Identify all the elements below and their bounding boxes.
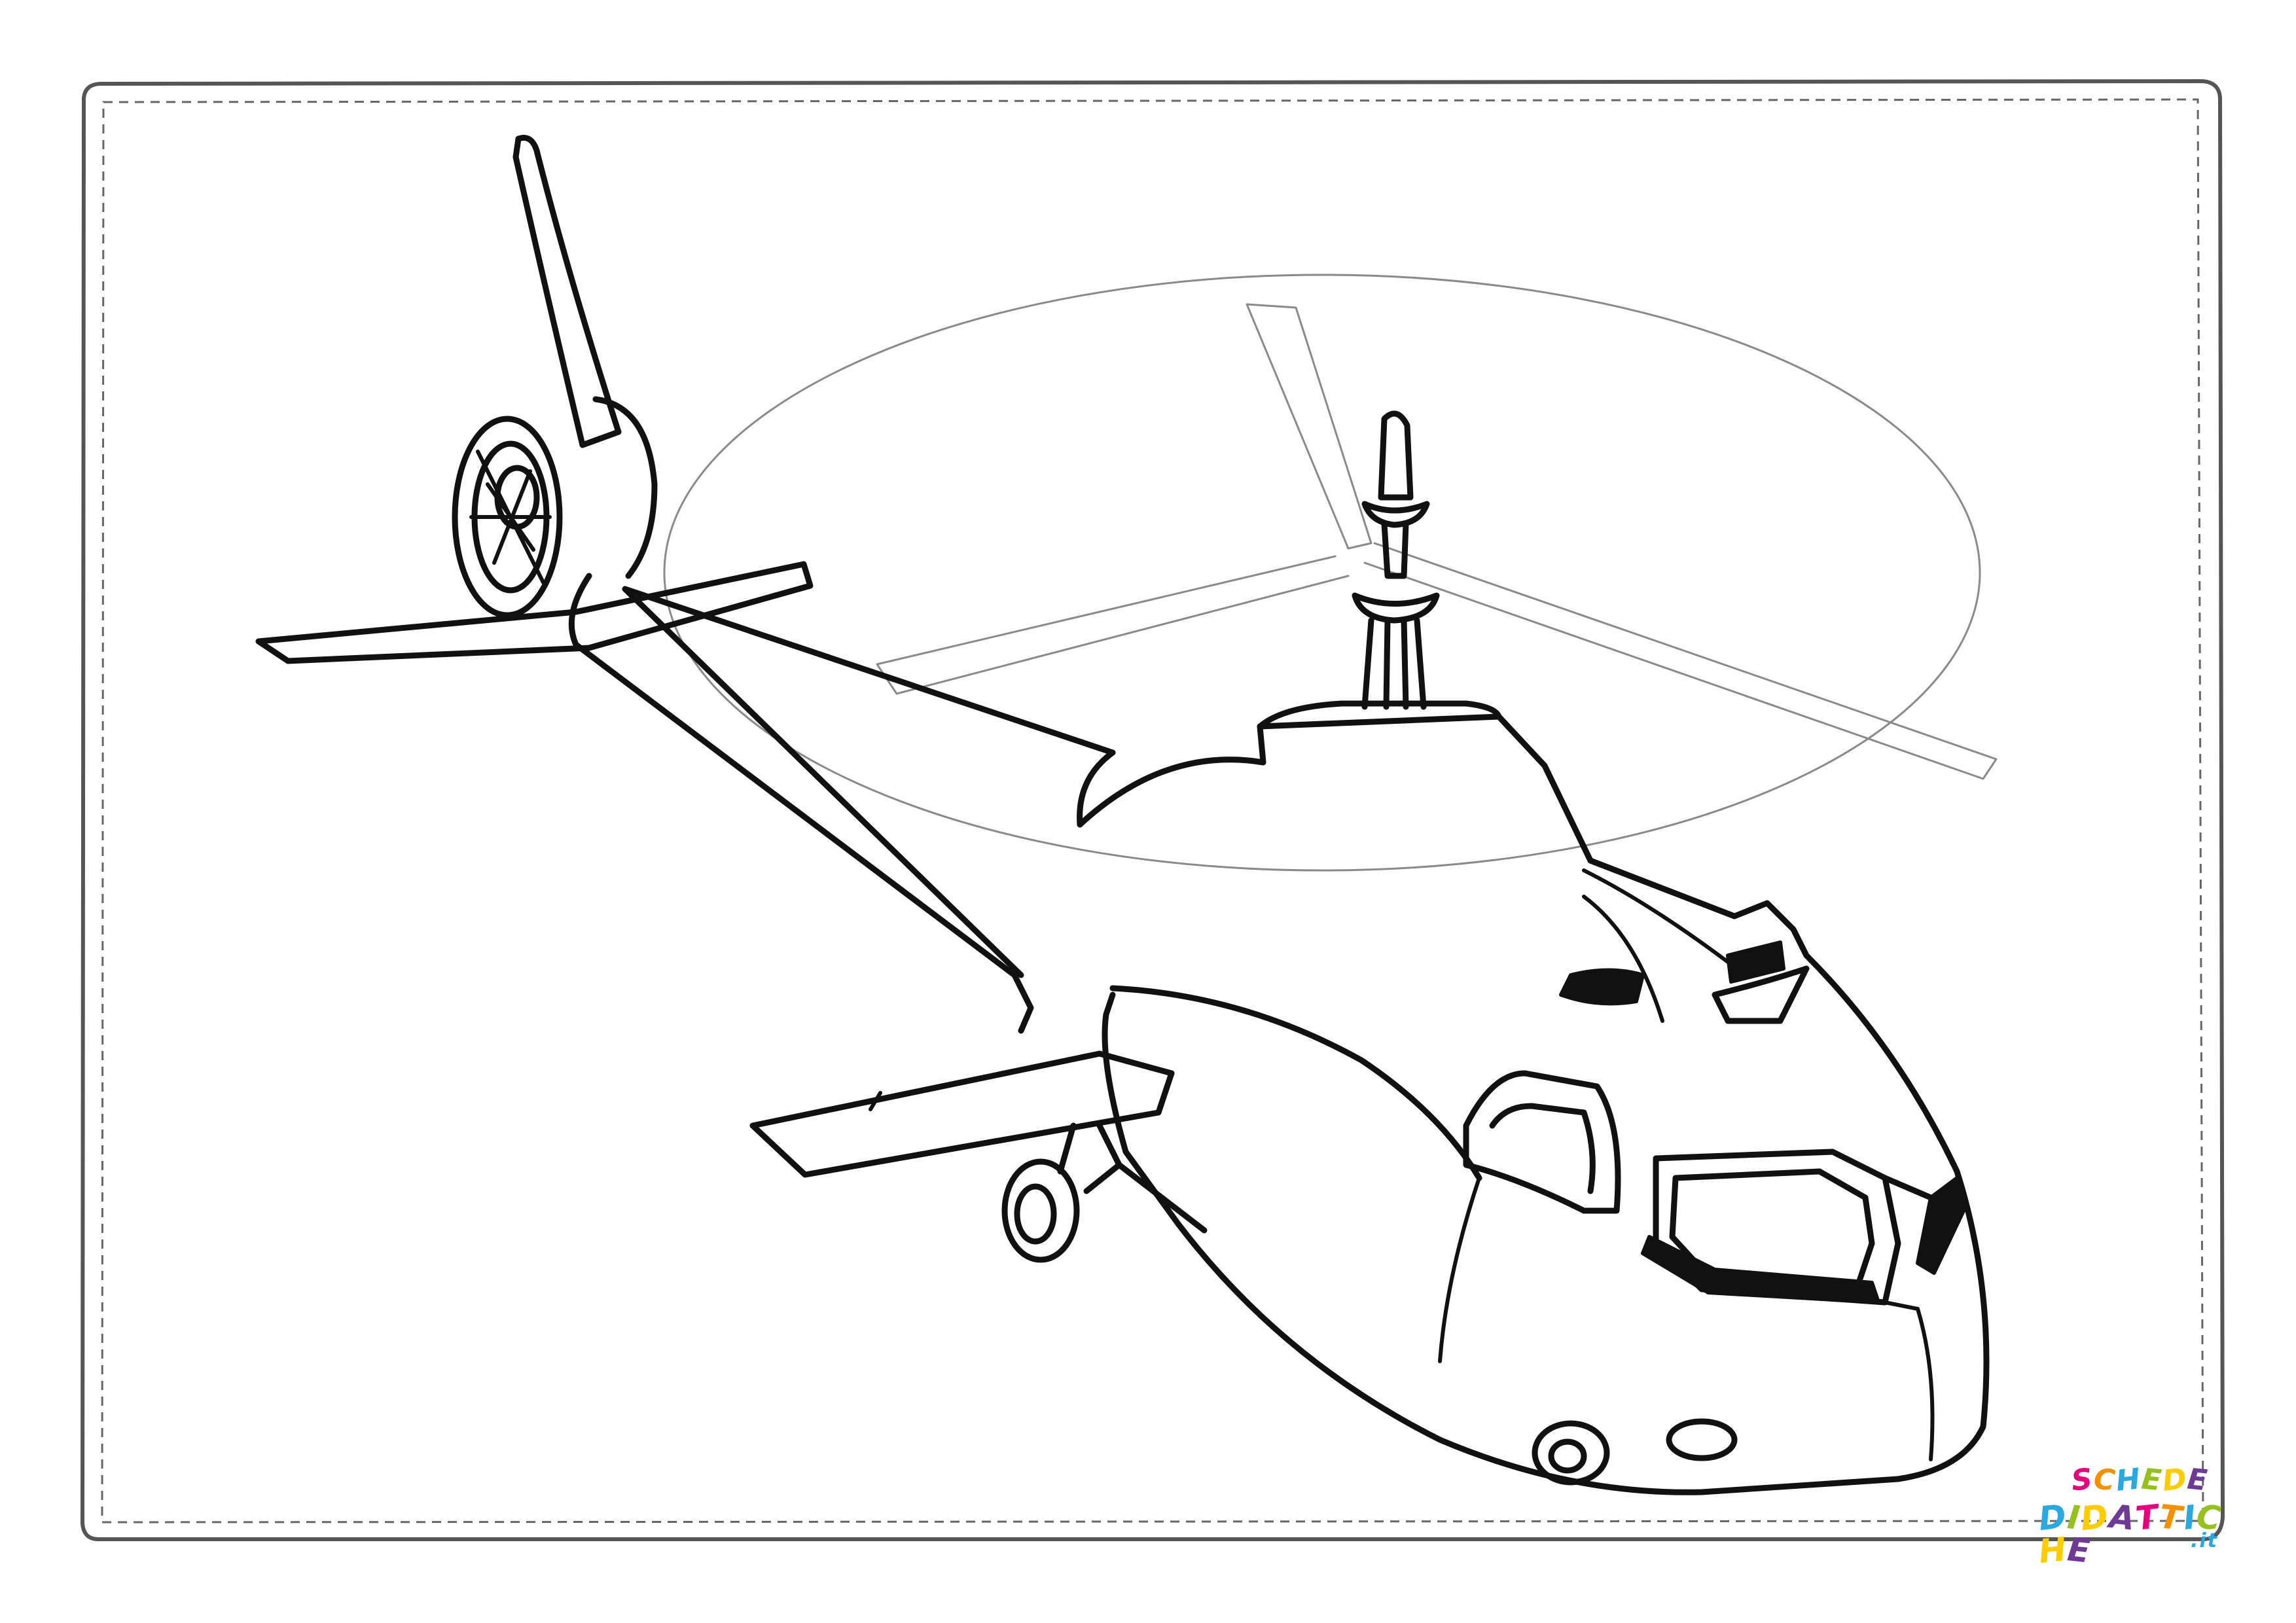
cockpit-windows (1463, 1070, 1965, 1461)
logo-line-domain: .it (2191, 1529, 2219, 1552)
dashed-inner-border (101, 98, 2204, 1524)
landing-gear (1001, 1122, 1610, 1486)
fuselage (1077, 700, 1990, 1495)
logo-line-schede: SCHEDE (2070, 1462, 2211, 1498)
rotor-mast (1352, 410, 1440, 710)
rotor-disc (663, 274, 1998, 872)
schede-didattiche-logo: SCHEDE DIDATTICHE .it (2037, 1462, 2224, 1571)
page-border (81, 79, 2225, 1541)
tail-boom (568, 573, 1116, 1034)
stub-wing (749, 1050, 1175, 1178)
tail-section (255, 135, 814, 664)
